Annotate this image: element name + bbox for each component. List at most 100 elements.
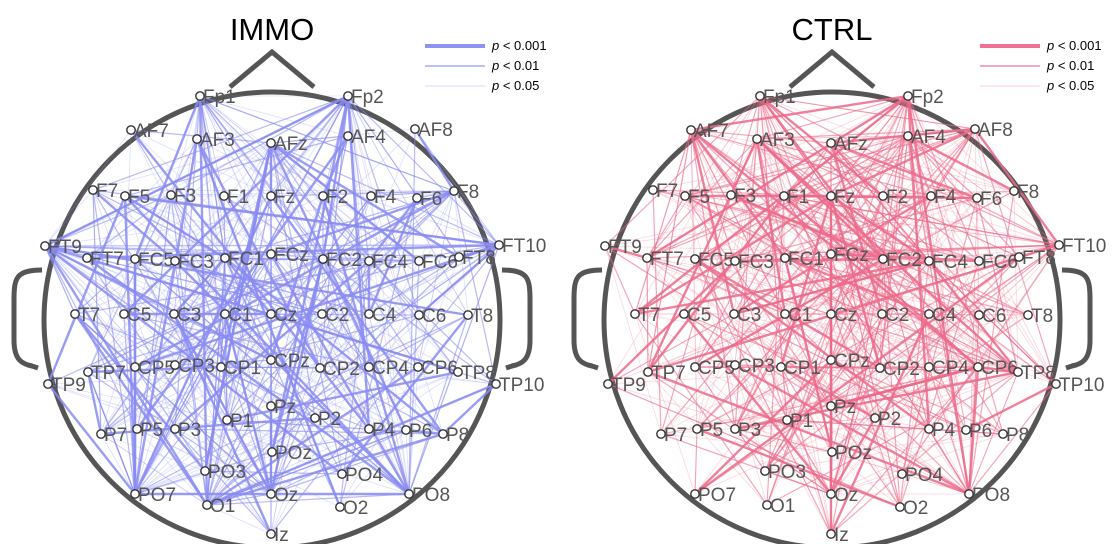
edge-AFz-FT7 bbox=[646, 142, 832, 259]
edge-FT10-F5 bbox=[124, 194, 500, 247]
edge-PO8-FC5 bbox=[134, 258, 410, 495]
edge-P7-Pz bbox=[660, 405, 832, 435]
edge-TP10-O1 bbox=[206, 383, 497, 506]
electrode-tp9-marker bbox=[43, 379, 53, 389]
edge-FT9-T7 bbox=[604, 245, 636, 315]
edge-PO8-CP3 bbox=[734, 363, 970, 496]
edge-F3-FT9 bbox=[44, 194, 172, 247]
edge-C5-AF7 bbox=[123, 129, 132, 315]
edge-P4-FC5 bbox=[694, 258, 930, 430]
edge-PO8-TP10 bbox=[968, 383, 1057, 495]
left-ear-outline bbox=[571, 267, 603, 371]
electrode-ft10-label: FT10 bbox=[1062, 236, 1106, 257]
electrode-t8-label: T8 bbox=[471, 306, 493, 327]
electrode-fc5-label: FC5 bbox=[138, 250, 174, 271]
edge-PO8-F8 bbox=[968, 190, 1015, 495]
edge-AF4-FC3 bbox=[734, 135, 909, 262]
edge-Iz-FC3 bbox=[734, 260, 832, 535]
edge-AF4-P5 bbox=[136, 135, 349, 430]
edge-Fp2-FT7 bbox=[646, 94, 909, 260]
edge-O1-P6 bbox=[206, 429, 407, 506]
edge-AF8-FT10 bbox=[974, 128, 1060, 246]
electrode-af3-marker bbox=[752, 134, 762, 144]
edge-CPz-FT9 bbox=[44, 244, 272, 362]
electrode-cp5-marker bbox=[130, 362, 140, 372]
edge-Oz-C5 bbox=[683, 313, 832, 495]
edge-F4-F8 bbox=[370, 190, 455, 197]
edge-P5-PO7 bbox=[694, 428, 698, 495]
edge-P7-CP6 bbox=[660, 366, 979, 435]
edge-FC5-Fz bbox=[134, 195, 272, 260]
electrode-poz-marker bbox=[827, 447, 837, 457]
electrode-tp7-marker bbox=[83, 367, 93, 377]
electrode-p8-label: P8 bbox=[446, 425, 469, 446]
edge-TP8-P2 bbox=[874, 371, 1019, 419]
electrode-p3-marker bbox=[730, 424, 740, 434]
legend-weak-label: p < 0.05 bbox=[1046, 78, 1094, 93]
electrode-ft7-marker bbox=[82, 253, 92, 263]
legend-strong-label: p < 0.001 bbox=[491, 38, 547, 53]
edge-CP2-TP9 bbox=[607, 367, 881, 385]
edge-O2-P6 bbox=[339, 429, 407, 508]
electrode-c6-label: C6 bbox=[422, 306, 446, 327]
edge-O2-TP9 bbox=[607, 383, 901, 508]
electrode-t8-marker bbox=[463, 310, 473, 320]
edge-PO8-CP1 bbox=[780, 366, 970, 495]
edge-FC4-TP10 bbox=[928, 260, 1057, 385]
scalp-outline bbox=[601, 89, 1063, 544]
edge-FT10-AF8 bbox=[414, 128, 500, 246]
electrode-cp4-marker bbox=[924, 362, 934, 372]
edge-TP10-P6 bbox=[965, 382, 1057, 432]
electrode-cp3-marker bbox=[730, 360, 740, 370]
edge-F4-P5 bbox=[696, 195, 932, 430]
edge-C1-Iz bbox=[784, 313, 832, 535]
electrode-p4-marker bbox=[924, 424, 934, 434]
electrode-tp9-marker bbox=[603, 379, 613, 389]
edge-FT9-T7 bbox=[44, 245, 76, 315]
immo-panel-title: IMMO bbox=[230, 12, 314, 47]
edge-P4-Fp2 bbox=[346, 95, 371, 430]
edge-T7-Fz bbox=[74, 195, 272, 315]
ctrl-connectivity-edges bbox=[604, 94, 1060, 535]
edge-Oz-C3 bbox=[173, 313, 272, 495]
electrode-cp5-label: CP5 bbox=[138, 358, 175, 379]
electrode-po4-label: PO4 bbox=[345, 465, 383, 486]
edge-FC2-Iz bbox=[830, 258, 884, 535]
edge-C3-Pz bbox=[733, 313, 832, 407]
electrode-af7-label: AF7 bbox=[134, 121, 169, 142]
edge-TP8-AFz bbox=[270, 142, 459, 373]
edge-O2-Fz bbox=[830, 195, 901, 508]
edge-FC6-Fp1 bbox=[199, 95, 420, 262]
edge-FC1-Pz bbox=[224, 257, 272, 407]
edge-PO8-FC5 bbox=[134, 258, 410, 495]
electrode-p7-marker bbox=[656, 429, 666, 439]
edge-F4-TP10 bbox=[930, 195, 1057, 385]
electrode-fc1-label: FC1 bbox=[228, 249, 264, 270]
edge-AF3-C6 bbox=[756, 138, 980, 316]
electrode-f6-label: F6 bbox=[420, 189, 442, 210]
edge-FC3-C2 bbox=[174, 260, 323, 315]
edge-O2-C1 bbox=[784, 313, 901, 508]
edge-POz-C4 bbox=[271, 313, 370, 453]
edge-Fp2-T8 bbox=[347, 95, 469, 316]
edge-AFz-TP7 bbox=[87, 142, 272, 373]
edge-Iz-CP1 bbox=[780, 366, 832, 535]
edge-FT9-CP5 bbox=[44, 245, 136, 368]
edge-AF7-CPz bbox=[130, 129, 272, 361]
electrode-afz-marker bbox=[826, 138, 836, 148]
electrode-p3-marker bbox=[170, 424, 180, 434]
electrode-fp1-marker bbox=[755, 91, 765, 101]
electrode-fc6-label: FC6 bbox=[422, 252, 458, 273]
edge-P2-P4 bbox=[874, 417, 930, 430]
electrode-f1-marker bbox=[219, 191, 229, 201]
edge-F2-FC4 bbox=[322, 195, 370, 262]
electrode-oz-marker bbox=[266, 489, 276, 499]
edge-Fp1-C4 bbox=[199, 95, 370, 315]
electrode-c2-marker bbox=[317, 309, 327, 319]
edge-Fp1-P7 bbox=[100, 95, 201, 435]
electrode-oz-label: Oz bbox=[274, 485, 298, 506]
edge-PO8-F4 bbox=[370, 195, 410, 495]
edge-PO8-T8 bbox=[408, 314, 469, 495]
edge-F7-P3 bbox=[92, 189, 176, 430]
edge-FT7-C5 bbox=[646, 257, 685, 315]
